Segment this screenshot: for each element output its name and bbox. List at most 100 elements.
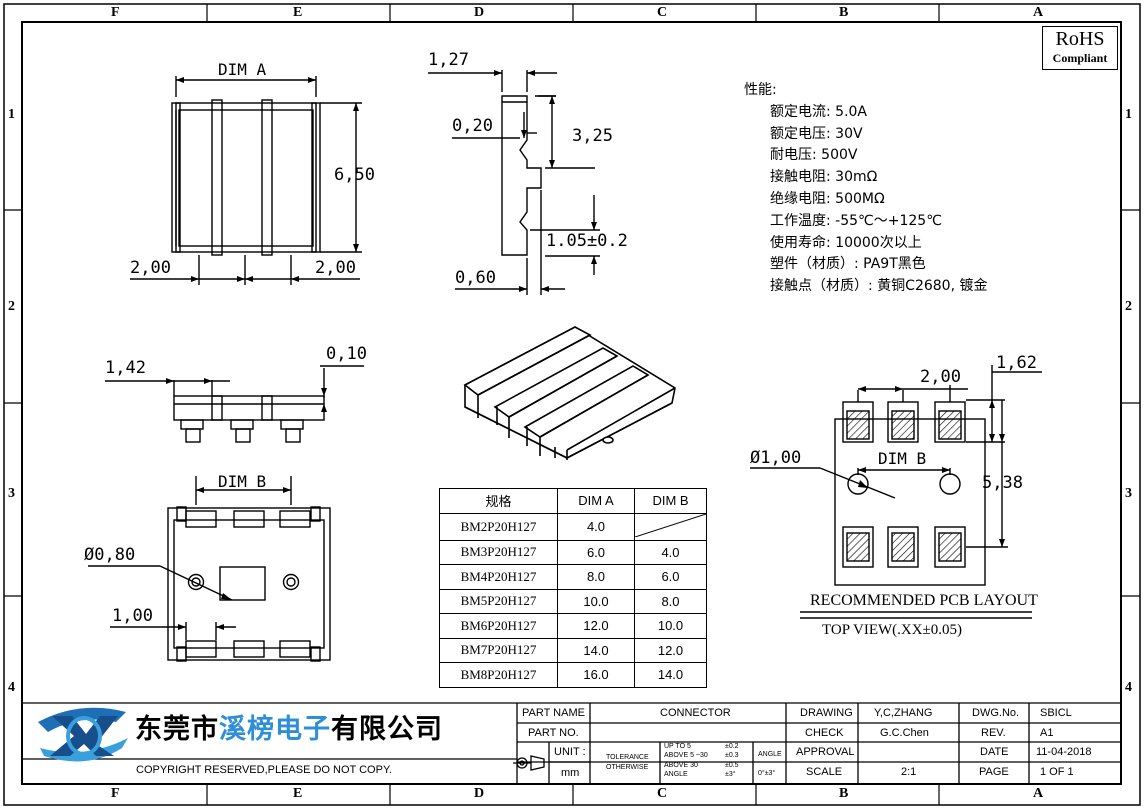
check-value: G.C.Chen xyxy=(880,727,929,739)
part-name-label: PART NAME xyxy=(522,707,585,719)
spec-line: 接触点（材质）: 黄铜C2680, 镀金 xyxy=(770,278,988,295)
table-header-cell: 规格 xyxy=(439,488,558,514)
part-name-value: CONNECTOR xyxy=(660,707,731,719)
spec-block: 性能: 额定电流: 5.0A 额定电压: 30V 耐电压: 500V 接触电阻:… xyxy=(744,80,987,298)
table-cell: 10.0 xyxy=(557,588,635,614)
row-label-4-right: 4 xyxy=(1125,680,1132,695)
table-cell: BM3P20H127 xyxy=(439,539,558,565)
dim-650: 6,50 xyxy=(334,165,375,185)
row-label-4: 4 xyxy=(8,680,15,695)
dim-127: 1,27 xyxy=(428,50,469,70)
dim-200-right: 2,00 xyxy=(315,258,356,278)
table-cell: 10.0 xyxy=(634,613,707,639)
table-row: BM5P20H127 10.0 8.0 xyxy=(439,588,707,614)
approval-label: APPROVAL xyxy=(796,746,855,758)
bottom-view xyxy=(88,476,331,662)
table-cell: 8.0 xyxy=(557,564,635,590)
row-label-3: 3 xyxy=(8,486,15,501)
tol-row-label: UP TO 5 xyxy=(664,743,691,750)
title-block xyxy=(22,702,1121,784)
pcb-dim-538: 5,38 xyxy=(982,473,1023,493)
col-label-d: D xyxy=(474,5,485,20)
spec-line: 使用寿命: 10000次以上 xyxy=(770,234,922,251)
dim-010: 0,10 xyxy=(326,344,367,364)
col-label-d-bottom: D xyxy=(474,786,485,801)
table-header-cell: DIM B xyxy=(634,488,707,514)
company-name-part: 东莞市 xyxy=(135,714,219,745)
company-name-part: 有限公司 xyxy=(331,714,443,745)
table-row: BM2P20H127 4.0 xyxy=(439,512,707,541)
tolerance-label: TOLERANCE xyxy=(606,754,649,761)
pcb-dim-200: 2,00 xyxy=(920,367,961,387)
tol-row-value: ±3° xyxy=(725,771,736,778)
company-logo-icon xyxy=(38,707,128,762)
spec-line: 额定电压: 30V xyxy=(770,125,863,142)
dim-105: 1.05±0.2 xyxy=(546,231,628,251)
table-cell: BM5P20H127 xyxy=(439,588,558,614)
dwg-value: SBICL xyxy=(1040,707,1072,719)
col-label-e: E xyxy=(293,5,303,20)
table-cell: 8.0 xyxy=(634,588,707,614)
tol-row-label: ANGLE xyxy=(664,771,688,778)
table-cell-empty xyxy=(634,512,707,541)
col-label-c: C xyxy=(657,5,668,20)
drawing-label: DRAWING xyxy=(800,707,853,719)
table-cell: 14.0 xyxy=(557,637,635,663)
row-label-2-right: 2 xyxy=(1125,299,1132,314)
tol-row-value: ±0.2 xyxy=(725,743,739,750)
pcb-dim-b: DIM B xyxy=(878,449,927,468)
spec-line: 额定电流: 5.0A xyxy=(770,103,868,120)
side-view xyxy=(428,70,600,295)
dim-080: Ø0,80 xyxy=(84,545,136,565)
page-value: 1 OF 1 xyxy=(1040,766,1074,778)
dim-325: 3,25 xyxy=(572,126,613,146)
table-header-row: 规格 DIM A DIM B xyxy=(439,488,707,514)
front-view xyxy=(130,76,362,285)
dim-a-label: DIM A xyxy=(218,60,267,79)
rev-label: REV. xyxy=(981,727,1006,739)
rev-value: A1 xyxy=(1040,727,1054,739)
angle-value: 0°±3° xyxy=(758,770,776,777)
col-label-a: A xyxy=(1033,5,1044,20)
row-label-1: 1 xyxy=(8,107,15,122)
dim-200-left: 2,00 xyxy=(130,258,171,278)
col-label-f-bottom: F xyxy=(111,786,120,801)
table-cell: BM2P20H127 xyxy=(439,512,558,541)
row-label-1-right: 1 xyxy=(1125,107,1132,122)
table-header-cell: DIM A xyxy=(557,488,635,514)
tol-row-value: ±0.3 xyxy=(725,752,739,759)
company-name: 东莞市溪榜电子有限公司 xyxy=(135,707,443,746)
dim-100: 1,00 xyxy=(112,606,153,626)
pcb-dim-162: 1,62 xyxy=(996,353,1037,373)
table-cell: 12.0 xyxy=(557,613,635,639)
table-cell: BM6P20H127 xyxy=(439,613,558,639)
spec-title: 性能: xyxy=(744,82,777,98)
table-cell: 16.0 xyxy=(557,662,635,688)
drawing-value: Y,C,ZHANG xyxy=(874,707,933,719)
scale-value: 2:1 xyxy=(901,766,917,778)
col-label-e-bottom: E xyxy=(293,786,303,801)
unit-label: UNIT : xyxy=(554,746,586,758)
angle-label: ANGLE xyxy=(758,751,782,758)
col-label-b-bottom: B xyxy=(839,786,849,801)
diagonal-line-icon xyxy=(634,513,707,537)
table-row: BM3P20H127 6.0 4.0 xyxy=(439,539,707,565)
dim-020: 0,20 xyxy=(452,116,493,136)
company-name-highlight: 溪榜电子 xyxy=(219,714,331,745)
spec-line: 塑件（材质）: PA9T黑色 xyxy=(770,256,926,273)
col-label-a-bottom: A xyxy=(1033,786,1044,801)
table-row: BM4P20H127 8.0 6.0 xyxy=(439,564,707,590)
rohs-badge: RoHS Compliant xyxy=(1042,26,1118,70)
date-label: DATE xyxy=(980,746,1009,758)
dimension-table: 规格 DIM A DIM B BM2P20H127 4.0 BM3P20H127… xyxy=(439,488,707,688)
col-label-c-bottom: C xyxy=(657,786,668,801)
pcb-layout-subtitle: TOP VIEW(.XX±0.05) xyxy=(822,622,963,638)
table-cell: BM8P20H127 xyxy=(439,662,558,688)
scale-label: SCALE xyxy=(806,766,843,778)
spec-line: 工作温度: -55℃～+125℃ xyxy=(770,212,942,229)
row-label-3-right: 3 xyxy=(1125,486,1132,501)
table-cell: BM7P20H127 xyxy=(439,637,558,663)
pcb-layout xyxy=(750,365,1042,586)
col-label-f: F xyxy=(111,5,120,20)
